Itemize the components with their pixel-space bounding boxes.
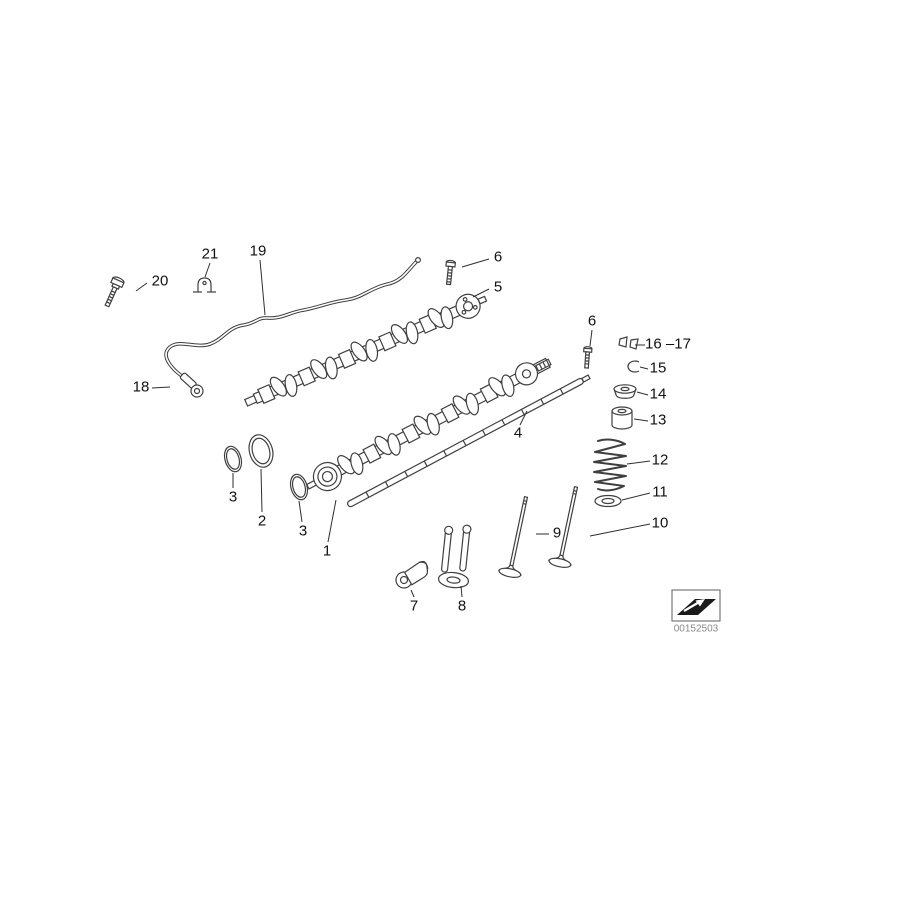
camshaft-lower	[305, 357, 552, 492]
callout-leader	[621, 492, 651, 501]
part-callout: 7	[410, 598, 418, 615]
tappet	[611, 406, 633, 430]
part-callout: 3	[229, 489, 237, 506]
part-callout: 14	[650, 386, 667, 403]
callout-leader	[639, 366, 649, 370]
part-callout: 12	[652, 452, 669, 469]
image-id: 00152503	[674, 624, 719, 635]
screw	[104, 276, 125, 308]
valve-right	[547, 485, 579, 568]
part-callout: 15	[650, 360, 667, 377]
shaft-rod	[347, 374, 591, 508]
seal-ring-a	[223, 445, 243, 473]
lock-clip	[627, 360, 640, 373]
part-callout: 11	[652, 484, 668, 501]
callout-leader	[589, 329, 593, 347]
fork-bracket	[437, 524, 472, 589]
part-callout: 16 –17	[645, 336, 691, 353]
part-callout: 8	[458, 598, 466, 615]
part-callout: 5	[494, 279, 502, 296]
camshaft-bolt-right	[583, 346, 593, 369]
valve-left	[497, 495, 529, 578]
callout-leader	[327, 499, 337, 543]
callout-leader	[633, 418, 649, 422]
callout-leader	[204, 262, 211, 278]
callout-leader	[461, 258, 490, 268]
part-callout: 9	[553, 525, 561, 542]
camshaft-upper	[243, 293, 488, 407]
part-callout: 2	[258, 513, 266, 530]
pipe-clamp	[193, 277, 216, 293]
callout-leader	[519, 410, 528, 426]
seal-ring-c	[289, 473, 309, 501]
callout-leader	[260, 468, 263, 513]
oil-pipe	[164, 257, 422, 383]
part-callout: 6	[494, 249, 502, 266]
callout-leader	[589, 523, 651, 537]
diagram-stamp: 00152503	[671, 589, 721, 635]
part-callout: 20	[152, 273, 169, 290]
part-callout: 1	[323, 543, 331, 560]
part-callout: 21	[202, 246, 219, 263]
part-callout: 4	[514, 425, 522, 442]
callout-leader	[259, 259, 266, 316]
part-callout: 19	[250, 243, 267, 260]
camshaft-bolt-top	[445, 259, 456, 286]
seal-ring-b	[248, 434, 274, 468]
callout-leader	[135, 282, 148, 292]
part-callout: 18	[133, 379, 150, 396]
part-callout: 10	[652, 515, 669, 532]
callout-leader	[636, 391, 649, 396]
valve-spring	[593, 438, 627, 492]
spring-seat	[594, 494, 622, 508]
spring-retainer	[613, 384, 637, 399]
part-callout: 6	[588, 313, 596, 330]
stamp-arrow-icon	[677, 599, 716, 615]
callout-leader	[626, 460, 651, 465]
callout-leader	[410, 589, 415, 598]
clamp-lever	[395, 560, 429, 589]
callout-leader	[151, 386, 171, 389]
part-callout: 13	[650, 412, 667, 429]
valve-keepers	[618, 336, 639, 350]
pipe-fitting	[179, 372, 204, 398]
part-callout: 3	[299, 523, 307, 540]
callout-leader	[298, 500, 303, 523]
callout-leader	[460, 585, 463, 598]
diagram-artwork: 00152503	[104, 257, 721, 635]
callout-leader	[472, 288, 490, 298]
